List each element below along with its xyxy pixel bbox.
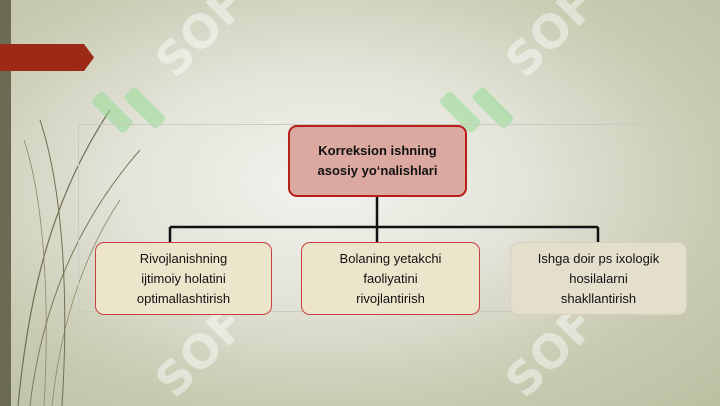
- child-node-3: Ishga doir ps ixologik hosilalarni shakl…: [510, 242, 687, 315]
- child-node-2: Bolaning yetakchi faoliyatini rivojlanti…: [301, 242, 480, 315]
- watermark-logo-icon: [440, 87, 514, 133]
- watermark-logo-icon: [92, 87, 166, 133]
- title-ribbon: [0, 44, 94, 71]
- left-accent-bar: [0, 0, 11, 406]
- root-node: Korreksion ishning asosiy yo‘nalishlari: [288, 125, 467, 197]
- child-node-1: Rivojlanishning ijtimoiy holatini optima…: [95, 242, 272, 315]
